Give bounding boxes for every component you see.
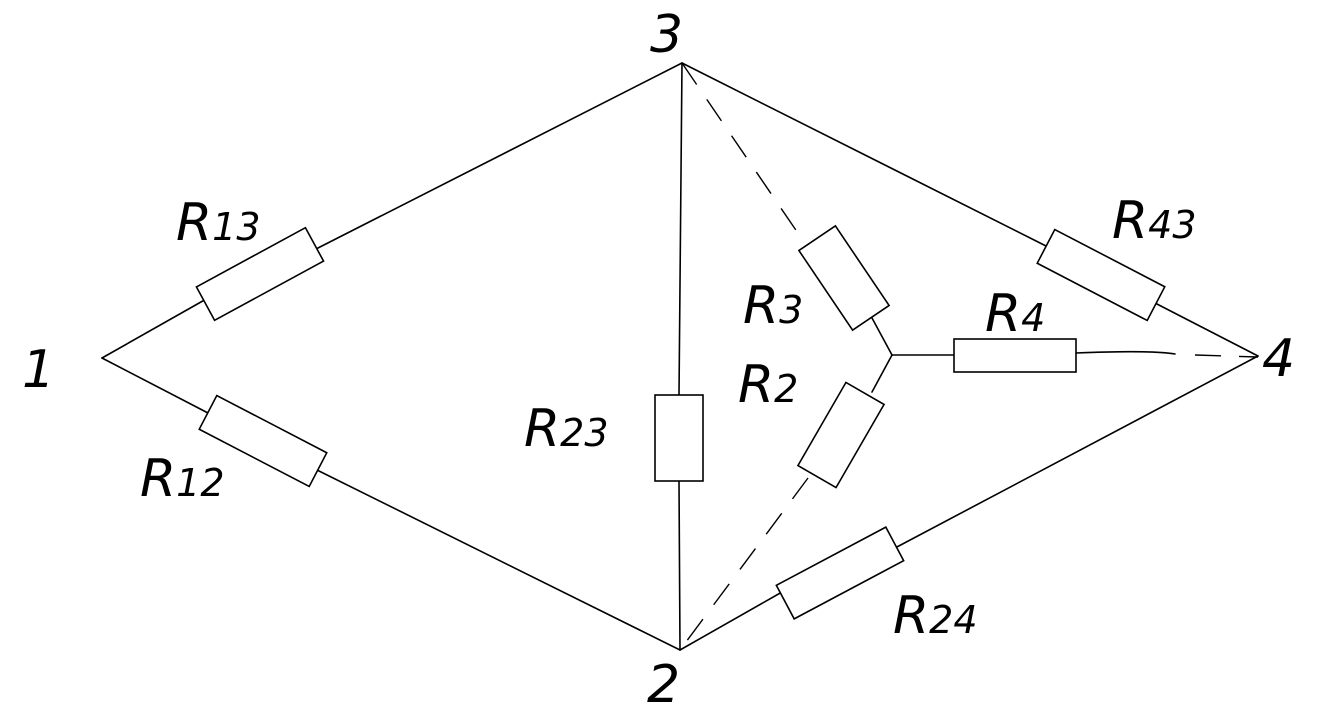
label-r13-main: R xyxy=(176,193,212,253)
dashed-r4-4 xyxy=(1194,354,1259,358)
wire-3-4-b xyxy=(1154,302,1259,357)
label-r4: R4 xyxy=(985,284,1045,344)
label-r12: R12 xyxy=(140,449,225,509)
dashed-r2-2 xyxy=(679,477,809,651)
label-r24: R24 xyxy=(893,586,978,646)
node-label-3: 3 xyxy=(650,5,683,65)
label-r23: R23 xyxy=(524,399,609,459)
wire-1-2-a xyxy=(101,357,209,414)
label-r43: R43 xyxy=(1112,191,1197,251)
label-r3-main: R xyxy=(743,276,779,336)
label-r13-sub: 13 xyxy=(212,205,260,249)
resistor-r2 xyxy=(796,381,886,489)
wire-r4-4 xyxy=(1075,350,1176,355)
label-r3-sub: 3 xyxy=(779,288,803,332)
wire-1-3-a xyxy=(101,297,209,359)
label-r12-sub: 12 xyxy=(176,461,224,505)
label-r2: R2 xyxy=(738,355,798,415)
label-r4-sub: 4 xyxy=(1021,296,1045,340)
wire-r3-center xyxy=(871,317,893,356)
label-r13: R13 xyxy=(176,193,261,253)
label-r23-main: R xyxy=(524,399,560,459)
node-label-4: 4 xyxy=(1262,329,1295,389)
label-r43-sub: 43 xyxy=(1148,203,1196,247)
node-label-2: 2 xyxy=(647,655,680,715)
label-r12-main: R xyxy=(140,449,176,509)
wire-1-3-b xyxy=(315,62,683,250)
label-r2-sub: 2 xyxy=(774,367,798,411)
wire-3-2-a xyxy=(678,62,683,396)
label-r4-main: R xyxy=(985,284,1021,344)
label-r24-sub: 24 xyxy=(929,598,977,642)
wire-2-4-a xyxy=(679,591,783,651)
label-r3: R3 xyxy=(743,276,803,336)
wire-1-2-b xyxy=(316,469,681,651)
wire-2-4-b xyxy=(894,355,1259,549)
label-r43-main: R xyxy=(1112,191,1148,251)
label-r23-sub: 23 xyxy=(560,411,608,455)
label-r24-main: R xyxy=(893,586,929,646)
label-r2-main: R xyxy=(738,355,774,415)
wire-3-4-a xyxy=(681,62,1049,248)
resistor-r13 xyxy=(195,226,325,322)
resistor-r24 xyxy=(775,526,905,620)
resistor-r23 xyxy=(654,394,704,482)
node-label-1: 1 xyxy=(22,340,55,400)
wire-3-2-b xyxy=(678,480,681,651)
dashed-3-center xyxy=(681,62,805,243)
resistor-r3 xyxy=(797,224,891,332)
resistor-r12 xyxy=(198,394,328,488)
resistor-r43 xyxy=(1036,228,1166,322)
wire-center-r2 xyxy=(871,354,893,393)
resistor-r4 xyxy=(953,338,1077,373)
